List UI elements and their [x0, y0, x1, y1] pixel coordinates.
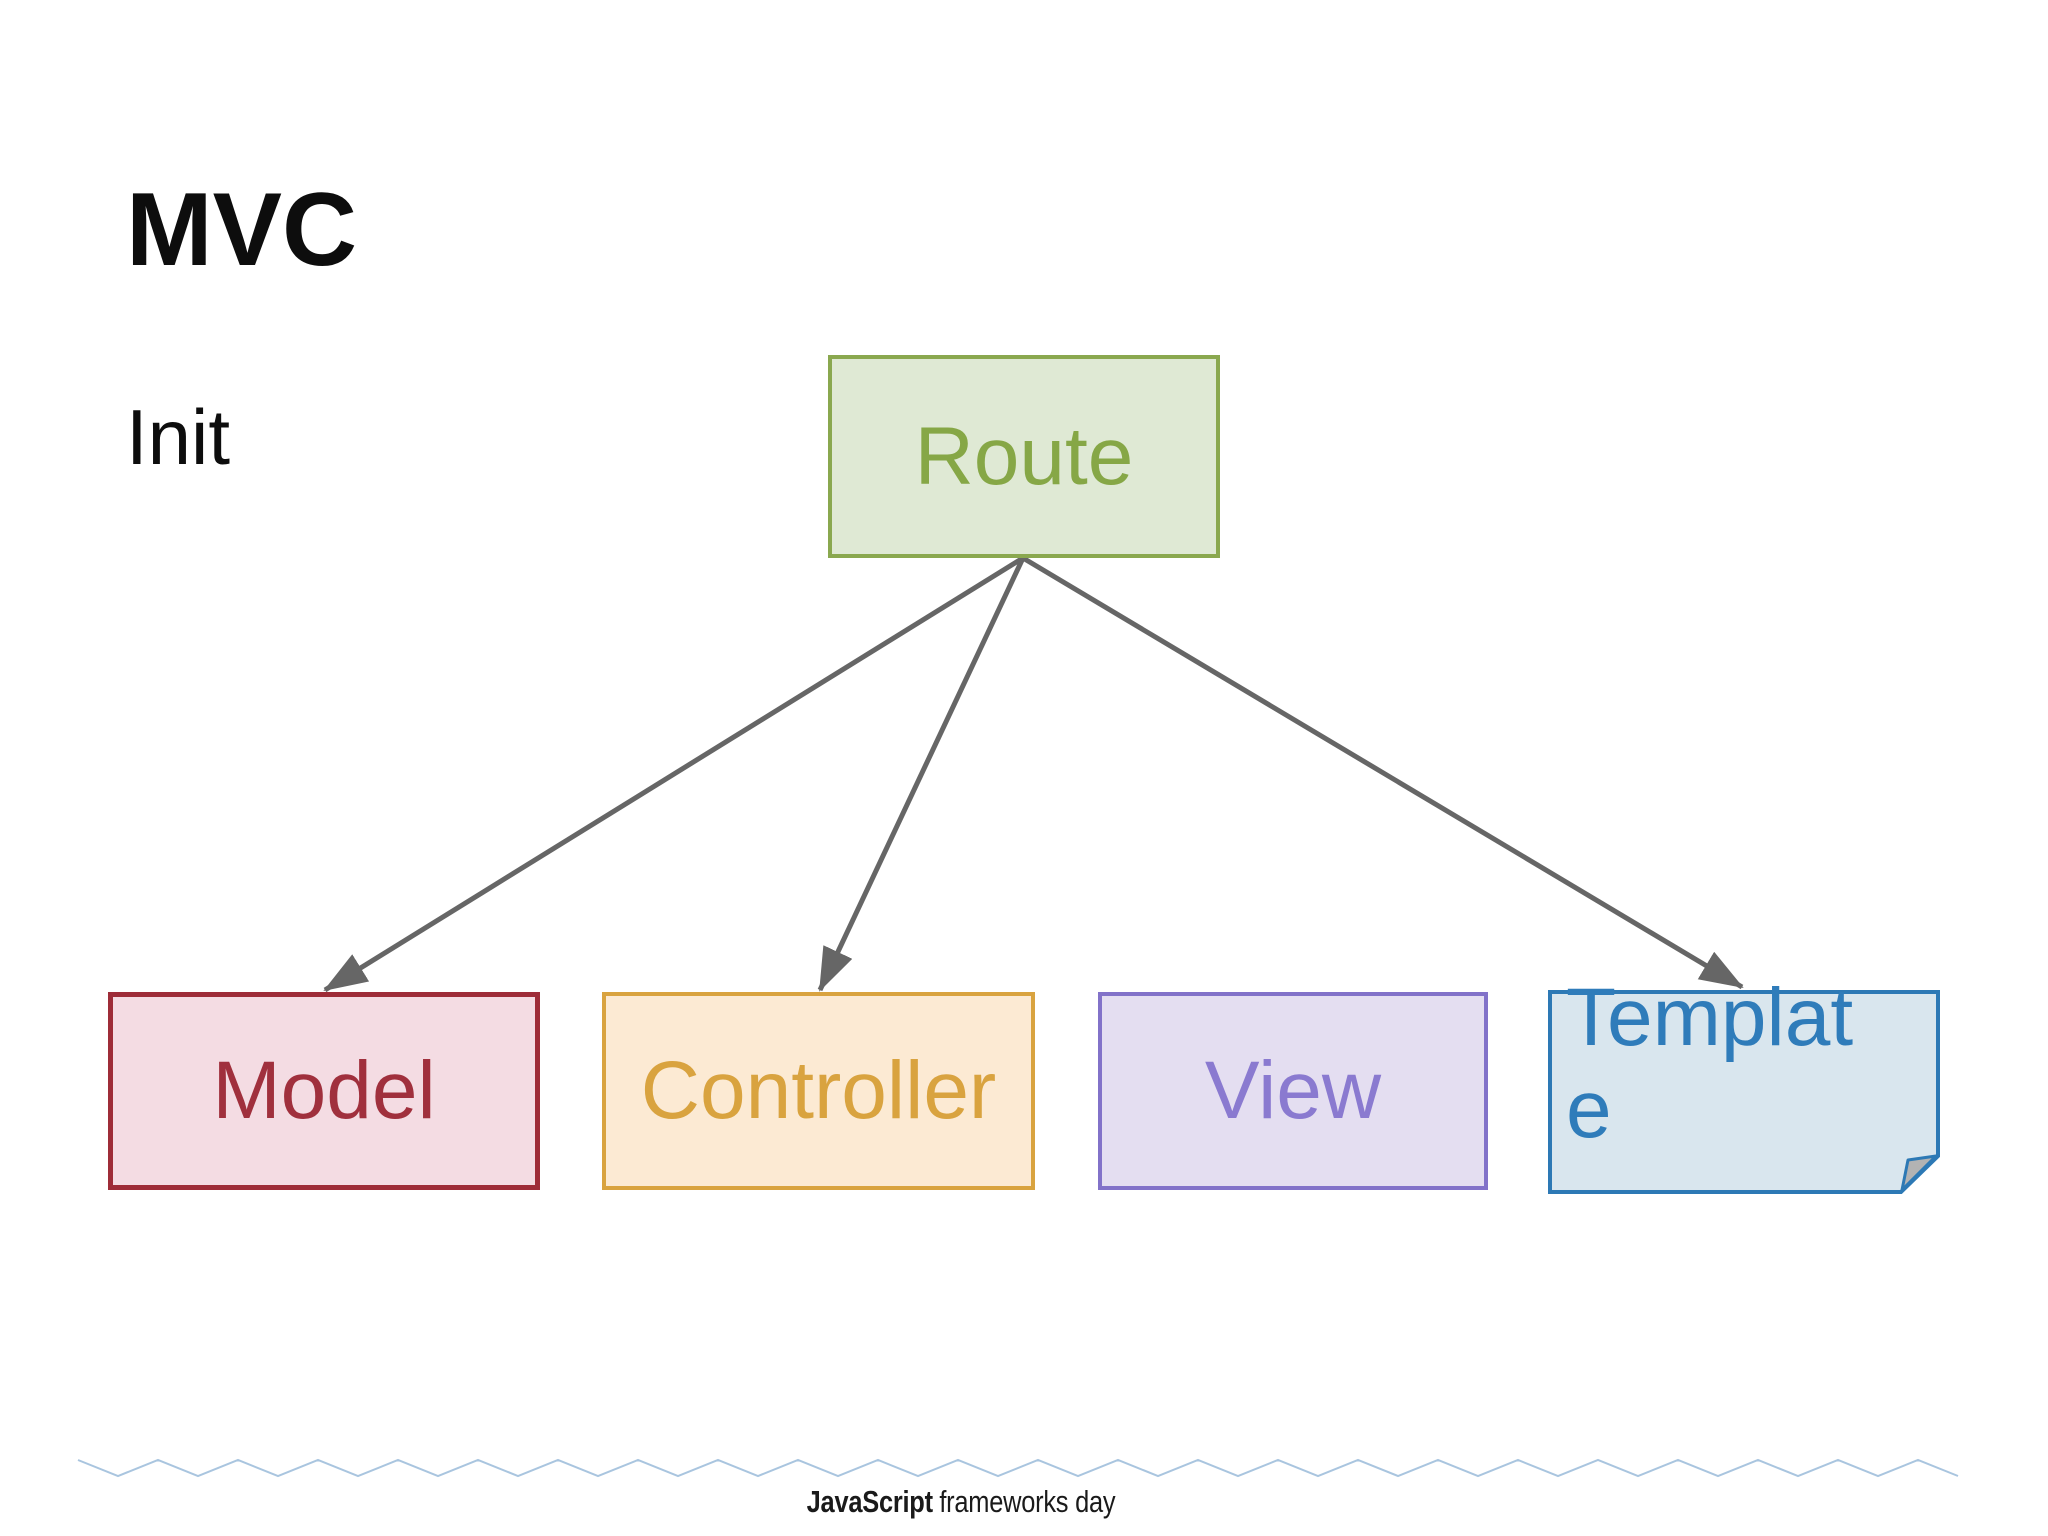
- arrow-route-to-template: [1021, 555, 1744, 990]
- model-label: Model: [212, 1045, 436, 1136]
- footer-brand: JavaScript frameworks day: [807, 1484, 1116, 1520]
- model-box: Model: [108, 992, 540, 1190]
- template-label: Templat e: [1566, 972, 1854, 1155]
- controller-box: Controller: [602, 992, 1035, 1190]
- route-label: Route: [914, 410, 1134, 502]
- view-box: View: [1098, 992, 1488, 1190]
- footer-wave-line: [77, 1458, 1959, 1478]
- controller-label: Controller: [640, 1045, 997, 1136]
- template-note-fold-corner: [1900, 1154, 1938, 1192]
- slide-title: MVC: [126, 172, 358, 288]
- arrow-route-to-model: [323, 555, 1025, 993]
- route-box: Route: [828, 355, 1220, 558]
- view-label: View: [1204, 1045, 1382, 1136]
- template-note: [1548, 990, 1940, 1194]
- arrow-route-to-controller: [817, 556, 1026, 992]
- footer-brand-rest: frameworks day: [939, 1484, 1116, 1519]
- footer-brand-bold: JavaScript: [806, 1484, 933, 1519]
- init-label: Init: [126, 393, 231, 481]
